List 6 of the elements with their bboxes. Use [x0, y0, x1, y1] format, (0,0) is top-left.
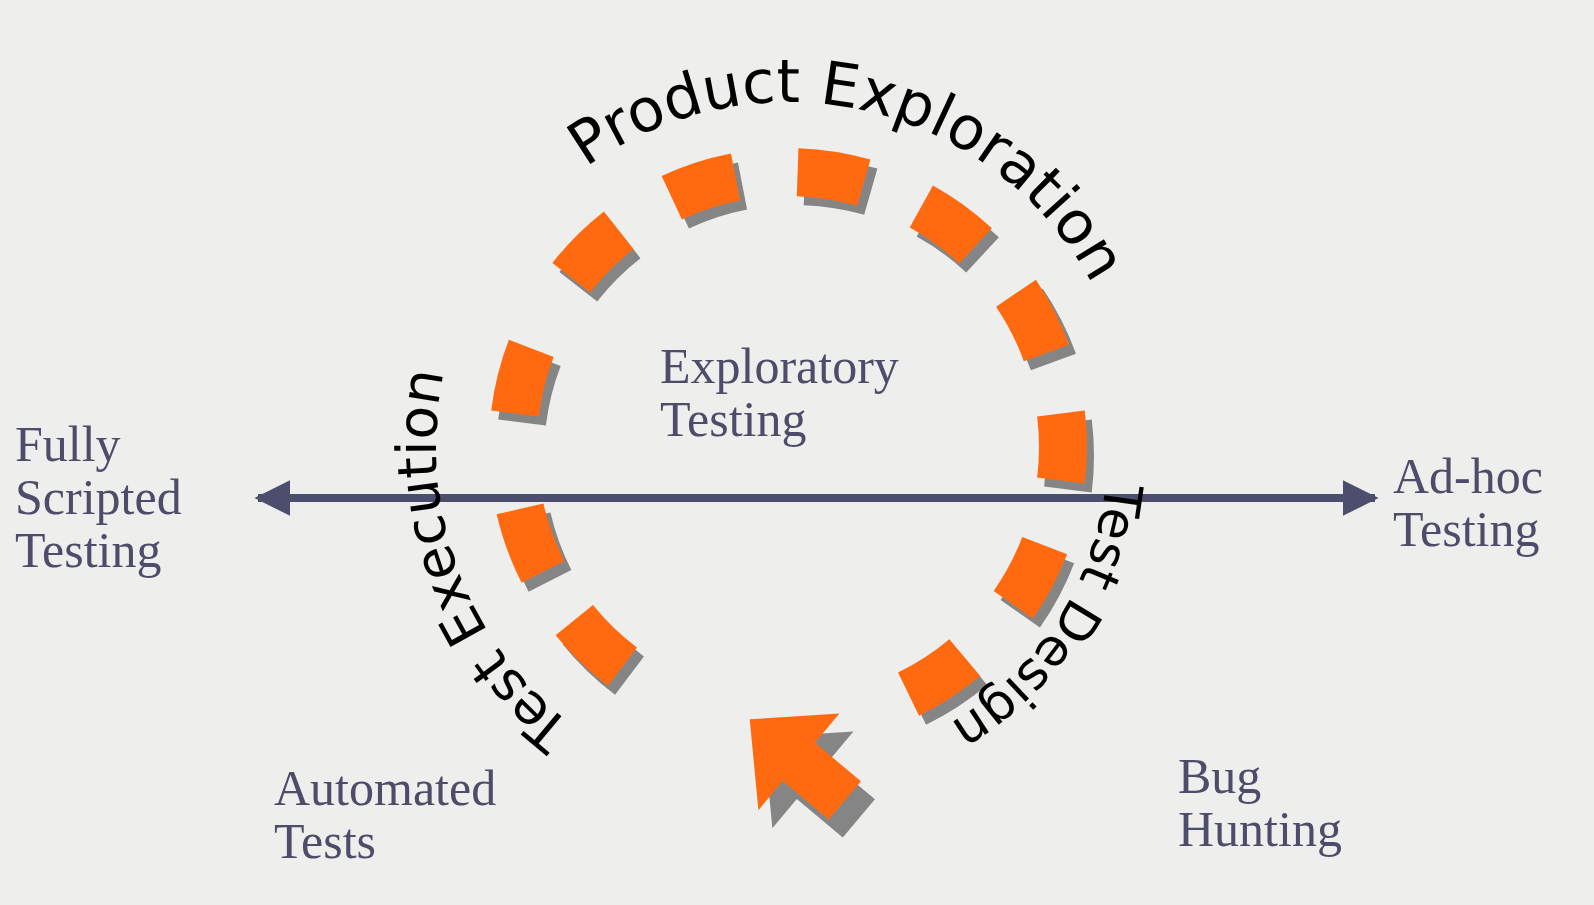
testing-style-label: Automated Tests	[274, 762, 498, 868]
scale-end-label: Ad-hoc Testing	[1393, 450, 1593, 556]
scale-end-label: Fully Scripted Testing	[15, 418, 255, 577]
testing-style-label: Exploratory Testing	[660, 340, 900, 446]
testing-style-label: Bug Hunting	[1178, 750, 1343, 856]
double-arrow	[254, 480, 1379, 516]
